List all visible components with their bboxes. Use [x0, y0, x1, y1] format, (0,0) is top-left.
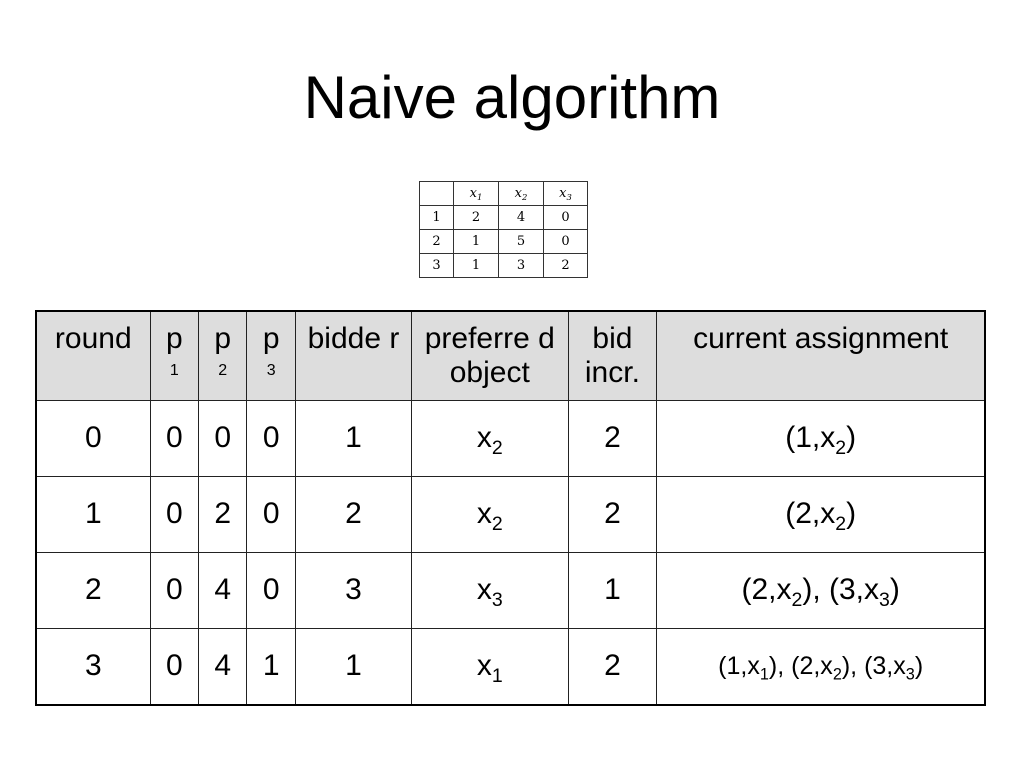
cell-p1: 0: [149, 475, 200, 553]
cell-bidder: 3: [294, 551, 413, 629]
valuation-header-cell: [419, 181, 454, 206]
cell-current-assignment: (2,x2), (3,x3): [656, 551, 986, 629]
valuation-header-cell: x2: [498, 181, 544, 206]
cell-p1: 0: [149, 551, 200, 629]
valuation-header-cell: x3: [543, 181, 588, 206]
valuation-cell: 1: [453, 229, 499, 254]
cell-round: 0: [35, 399, 151, 477]
cell-bid-increment: 2: [567, 399, 658, 477]
cell-p2: 4: [198, 627, 248, 705]
cell-p3: 1: [246, 627, 296, 705]
valuation-row: 2 1 5 0: [419, 229, 588, 254]
cell-p2: 0: [198, 399, 248, 477]
valuation-table: x1 x2 x3 1 2 4 0 2 1 5 0 3 1 3 2: [419, 181, 588, 278]
cell-p2: 4: [198, 551, 248, 629]
cell-p3: 0: [246, 399, 296, 477]
cell-round: 1: [35, 475, 151, 553]
cell-preferred-object: x1: [411, 627, 569, 705]
valuation-cell: 1: [419, 205, 454, 230]
slide-title: Naive algorithm: [303, 64, 721, 131]
cell-preferred-object: x2: [411, 399, 569, 477]
cell-current-assignment: (1,x2): [656, 399, 986, 477]
valuation-row: 1 2 4 0: [419, 205, 588, 230]
cell-bidder: 2: [294, 475, 413, 553]
valuation-cell: 2: [419, 229, 454, 254]
cell-bid-increment: 2: [567, 475, 658, 553]
valuation-cell: 0: [543, 205, 588, 230]
cell-bid-increment: 2: [567, 627, 658, 705]
valuation-header-cell: x1: [453, 181, 499, 206]
cell-bid-increment: 1: [567, 551, 658, 629]
cell-current-assignment: (1,x1), (2,x2), (3,x3): [656, 627, 986, 705]
cell-preferred-object: x3: [411, 551, 569, 629]
cell-p3: 0: [246, 551, 296, 629]
valuation-cell: 2: [543, 253, 588, 278]
cell-bidder: 1: [294, 399, 413, 477]
header-bid-increment: bid incr.: [567, 310, 658, 401]
cell-current-assignment: (2,x2): [656, 475, 986, 553]
valuation-cell: 3: [498, 253, 544, 278]
cell-p1: 0: [149, 627, 200, 705]
cell-bidder: 1: [294, 627, 413, 705]
cell-p3: 0: [246, 475, 296, 553]
valuation-row: 3 1 3 2: [419, 253, 588, 278]
valuation-cell: 3: [419, 253, 454, 278]
header-bidder: bidde r: [294, 310, 413, 401]
valuation-cell: 2: [453, 205, 499, 230]
valuation-cell: 4: [498, 205, 544, 230]
header-preferred-object: preferre d object: [411, 310, 569, 401]
header-current-assignment: current assignment: [656, 310, 986, 401]
valuation-cell: 0: [543, 229, 588, 254]
cell-preferred-object: x2: [411, 475, 569, 553]
cell-p2: 2: [198, 475, 248, 553]
valuation-cell: 5: [498, 229, 544, 254]
cell-round: 3: [35, 627, 151, 705]
cell-p1: 0: [149, 399, 200, 477]
cell-round: 2: [35, 551, 151, 629]
valuation-header-row: x1 x2 x3: [419, 181, 588, 206]
valuation-cell: 1: [453, 253, 499, 278]
header-round: round: [35, 310, 151, 401]
